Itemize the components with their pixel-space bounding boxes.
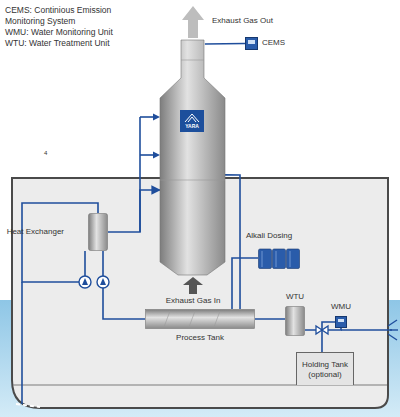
flow-label: Exhaust Gas Out — [212, 16, 273, 26]
exhaust-in-arrow — [183, 277, 203, 294]
holding-tank: Holding Tank (optional) — [296, 352, 354, 385]
spray — [388, 334, 397, 340]
water-monitoring-unit: WMU — [335, 316, 347, 328]
node-label: Process Tank — [176, 333, 224, 342]
node-label: Alkali Dosing — [246, 231, 292, 240]
exhaust-out-arrow — [182, 6, 204, 38]
node-shape — [145, 309, 255, 329]
valve — [316, 326, 328, 334]
node-label: Holding Tank (optional) — [299, 360, 351, 378]
node-label: CEMS — [262, 38, 285, 47]
node-shape — [335, 316, 347, 328]
pump — [97, 276, 109, 288]
pump-mark — [82, 278, 88, 285]
pipe-connector — [205, 43, 245, 45]
spray — [388, 320, 397, 326]
abbreviation-note: WTU: Water Treatment Unit — [5, 38, 110, 49]
arrowhead — [153, 114, 160, 121]
process-tank: Process Tank — [145, 309, 255, 329]
pipe — [22, 203, 98, 282]
water-treatment-unit: WTU — [285, 306, 305, 336]
node-shape — [285, 306, 305, 336]
pipe-connector — [108, 190, 160, 232]
node-shape — [160, 40, 225, 275]
pipe — [84, 251, 86, 276]
pipe-connector — [103, 251, 145, 319]
pumps — [79, 276, 109, 288]
sea-inlet — [16, 404, 40, 407]
pipe-connector — [232, 258, 258, 309]
abbreviation-note: WMU: Water Monitoring Unit — [5, 27, 113, 38]
node-shape — [88, 213, 108, 251]
node-label: YARA — [180, 124, 204, 130]
node-shape — [258, 247, 300, 269]
flow-label: Exhaust Gas In — [166, 296, 221, 306]
spray — [390, 329, 398, 330]
node-label: WMU — [331, 302, 351, 311]
pump-mark — [100, 278, 106, 285]
node-shape — [245, 37, 258, 50]
inlet-arrowheads — [153, 114, 160, 159]
arrowhead — [153, 152, 160, 159]
pipe — [21, 282, 23, 404]
discharge-spray — [388, 320, 398, 340]
pipe-connector — [255, 318, 285, 320]
abbreviation-note: CEMS: Continious Emission Monitoring Sys… — [5, 5, 123, 26]
heat-exchanger: Heat Exchanger — [88, 213, 108, 251]
scrubber-tower: YARA — [160, 40, 225, 275]
node-label: WTU — [286, 292, 304, 301]
cems-monitor: CEMS — [245, 37, 258, 50]
pipe — [341, 329, 392, 331]
node-label: Heat Exchanger — [7, 227, 64, 236]
alkali-dosing: Alkali Dosing — [258, 247, 300, 269]
stray-mark: 4 — [44, 150, 47, 158]
pump — [79, 276, 91, 288]
